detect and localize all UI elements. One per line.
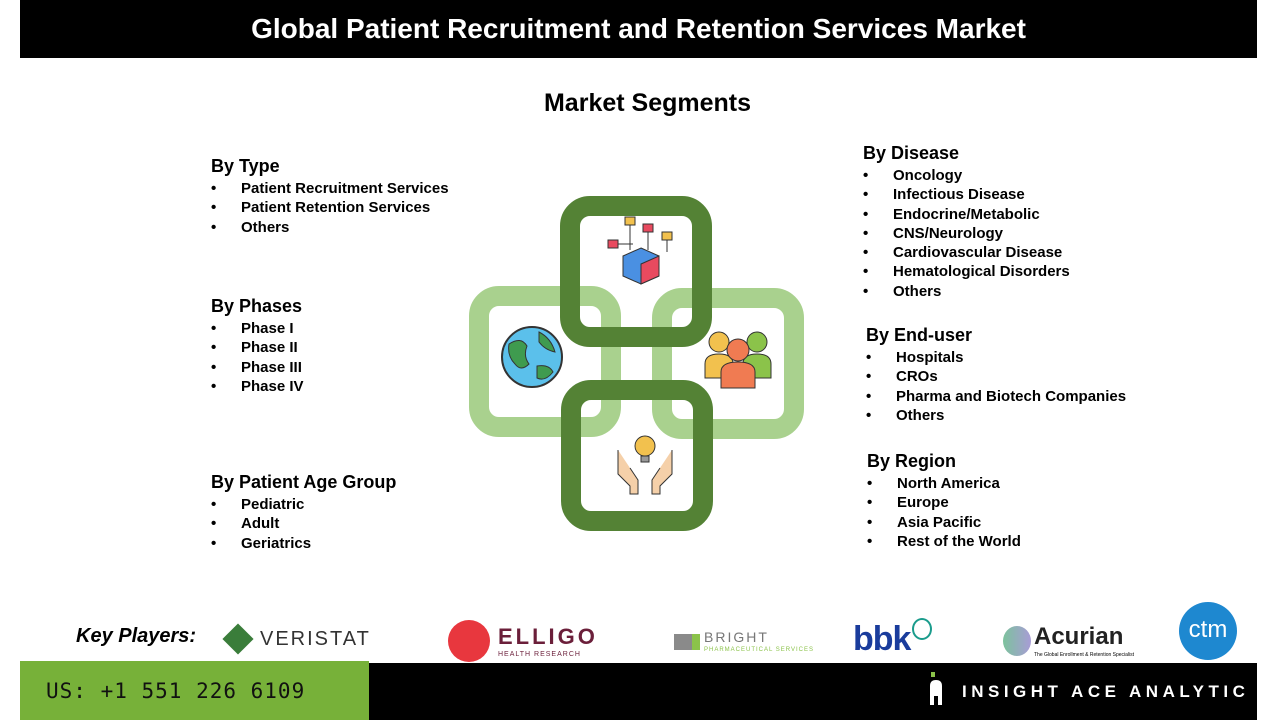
list-item: Pediatric — [211, 495, 396, 515]
bbk-text: bbk — [853, 620, 911, 658]
segment-heading: By Disease — [863, 143, 960, 163]
phone-number[interactable]: US: +1 551 226 6109 — [20, 661, 369, 720]
veristat-logo: VERISTAT — [222, 623, 371, 655]
list-item: Phase I — [211, 319, 304, 339]
segment-heading: By Phases — [211, 296, 303, 316]
segment-heading: By Patient Age Group — [211, 472, 397, 492]
list-item: Phase IV — [211, 377, 304, 397]
list-item: Adult — [211, 514, 396, 534]
chain-link-right — [652, 288, 804, 439]
bright-logo: BRIGHT PHARMACEUTICAL SERVICES — [674, 628, 814, 655]
list-item: CROs — [866, 367, 1126, 387]
list-item: North America — [867, 474, 1021, 494]
segment-by-disease: By Disease OncologyInfectious DiseaseEnd… — [863, 142, 1070, 301]
insight-ace-logo-icon — [930, 672, 942, 705]
segment-by-age-group: By Patient Age Group PediatricAdultGeria… — [211, 471, 396, 553]
elligo-text: ELLIGO — [498, 623, 598, 649]
list-item: Geriatrics — [211, 534, 396, 554]
cube-network-icon — [607, 216, 673, 285]
list-item: Others — [863, 282, 1070, 302]
people-group-icon — [704, 331, 772, 389]
segment-by-end-user: By End-user HospitalsCROsPharma and Biot… — [866, 324, 1126, 425]
segment-heading: By End-user — [866, 325, 973, 345]
bright-mark-icon — [674, 633, 700, 650]
list-item: Asia Pacific — [867, 513, 1021, 533]
list-item: Others — [866, 406, 1126, 426]
globe-icon — [501, 326, 563, 388]
list-item: CNS/Neurology — [863, 224, 1070, 244]
list-item: Hematological Disorders — [863, 262, 1070, 282]
segment-by-type: By Type Patient Recruitment ServicesPati… — [211, 155, 449, 237]
list-item: Oncology — [863, 166, 1070, 186]
list-item: Patient Recruitment Services — [211, 179, 449, 199]
veristat-text: VERISTAT — [260, 628, 371, 650]
acurian-subtext: The Global Enrollment & Retention Specia… — [1034, 652, 1135, 658]
hands-lightbulb-icon — [617, 435, 673, 495]
segment-by-phases: By Phases Phase IPhase IIPhase IIIPhase … — [211, 295, 304, 396]
section-subtitle: Market Segments — [543, 89, 752, 117]
list-item: Hospitals — [866, 348, 1126, 368]
acurian-mark-icon — [1003, 625, 1031, 656]
chain-link-bottom — [561, 380, 713, 531]
acurian-text: Acurian — [1034, 623, 1124, 650]
bbk-logo: bbk — [853, 618, 933, 660]
chain-link-top — [560, 196, 712, 347]
list-item: Others — [211, 218, 449, 238]
list-item: Endocrine/Metabolic — [863, 205, 1070, 225]
page-title: Global Patient Recruitment and Retention… — [20, 0, 1257, 58]
segment-heading: By Type — [211, 156, 280, 176]
elligo-mark-icon — [448, 620, 490, 662]
segment-by-region: By Region North AmericaEuropeAsia Pacifi… — [867, 450, 1021, 551]
brand-name: INSIGHT ACE ANALYTIC — [962, 682, 1250, 701]
veristat-diamond-icon — [222, 623, 254, 655]
bright-text: BRIGHT — [704, 629, 769, 645]
list-item: Phase II — [211, 338, 304, 358]
list-item: Pharma and Biotech Companies — [866, 387, 1126, 407]
segment-heading: By Region — [867, 451, 957, 471]
list-item: Cardiovascular Disease — [863, 243, 1070, 263]
list-item: Phase III — [211, 358, 304, 378]
bbk-ring-icon — [912, 618, 933, 640]
list-item: Europe — [867, 493, 1021, 513]
bright-subtext: PHARMACEUTICAL SERVICES — [704, 647, 815, 653]
key-players-label: Key Players: — [76, 625, 197, 647]
elligo-subtext: HEALTH RESEARCH — [498, 650, 581, 658]
list-item: Infectious Disease — [863, 185, 1070, 205]
list-item: Rest of the World — [867, 532, 1021, 552]
list-item: Patient Retention Services — [211, 198, 449, 218]
ctm-logo: ctm — [1179, 602, 1237, 660]
